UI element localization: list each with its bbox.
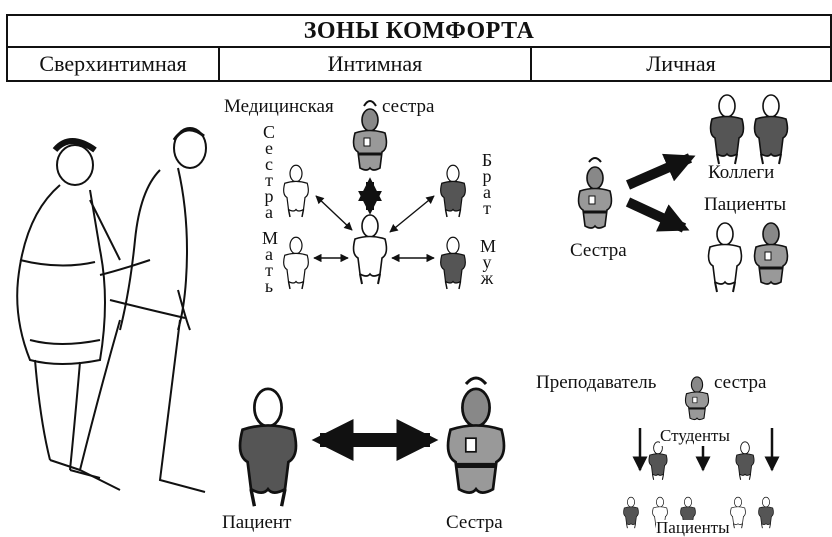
colleague-2-figure: [753, 94, 789, 165]
patient-1-figure: [707, 222, 743, 293]
label-patients-bottom: Пациенты: [656, 518, 730, 537]
label-nurse-bottom: Сестра: [446, 512, 503, 533]
label-mother: Мать: [262, 228, 279, 296]
label-brother: Брат: [481, 150, 493, 218]
column-personal: Личная: [646, 51, 716, 76]
teacher-students-diagram: [623, 375, 780, 529]
patient-nurse-diagram: [238, 376, 504, 508]
label-sister: Сестра: [262, 122, 275, 222]
colleague-1-figure: [709, 94, 745, 165]
sister-figure: [282, 164, 310, 218]
label-teacher: Преподаватель: [536, 372, 657, 393]
mother-figure: [282, 236, 310, 290]
label-nurse-top: сестра: [382, 96, 435, 117]
center-person-figure: [352, 214, 388, 285]
label-colleagues: Коллеги: [708, 162, 775, 183]
column-intimate: Интимная: [220, 48, 532, 80]
nurse-figure: [577, 165, 613, 230]
nurse-patient-drawing: [16, 127, 207, 493]
label-students: Студенты: [660, 426, 730, 446]
label-nurse-personal: Сестра: [570, 240, 627, 261]
column-super-intimate: Сверхинтимная: [8, 48, 220, 80]
label-patients: Пациенты: [704, 194, 787, 215]
label-patient: Пациент: [222, 512, 292, 533]
nurse-colleagues-diagram: [577, 94, 789, 293]
title-row: ЗОНЫ КОМФОРТА: [6, 14, 832, 46]
husband-figure: [439, 236, 467, 290]
medical-nurse-figure: [352, 107, 388, 172]
label-teacher-nurse: сестра: [714, 372, 767, 393]
label-medical: Медицинская: [224, 96, 334, 117]
column-header-row: Сверхинтимная Интимная Личная: [6, 46, 832, 82]
brother-figure: [439, 164, 467, 218]
patient-2-figure: [753, 221, 789, 286]
label-husband: Муж: [480, 236, 497, 288]
figure-title: ЗОНЫ КОМФОРТА: [303, 17, 535, 44]
intimate-diagram: [282, 100, 467, 290]
